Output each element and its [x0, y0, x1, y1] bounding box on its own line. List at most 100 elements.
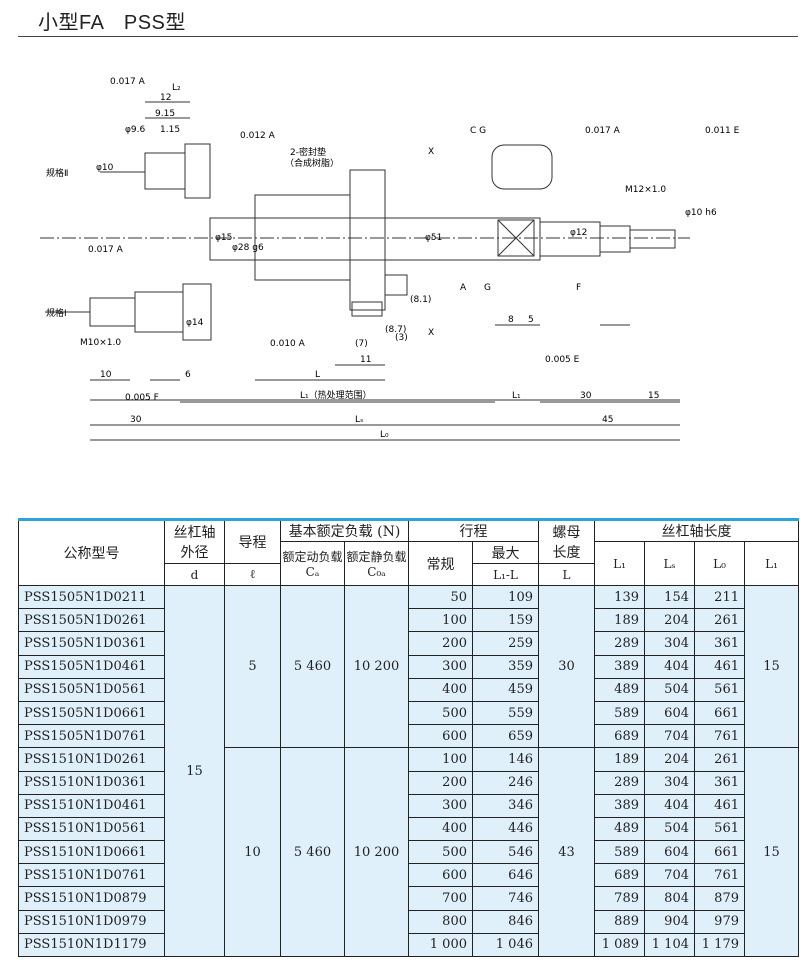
- table-cell: 1 089: [594, 932, 645, 958]
- table-cell: 500: [408, 840, 473, 865]
- dim-phi10h6: φ10 h6: [685, 208, 717, 218]
- dim-phi15: φ15: [215, 233, 232, 243]
- dim-L: L: [315, 370, 320, 380]
- tol-5: C G: [470, 126, 486, 136]
- table-cell: 389: [594, 793, 645, 818]
- label-spec2: 规格Ⅱ: [46, 167, 68, 179]
- dim-phi96: φ9.6: [125, 125, 146, 135]
- table-cell: 546: [472, 840, 539, 865]
- table-cell: 304: [644, 631, 695, 656]
- table-cell: 10: [224, 747, 281, 957]
- header-sym-max: L₁-L: [472, 563, 539, 586]
- table-cell: PSS1510N1D1179: [18, 932, 165, 958]
- table-cell: 761: [694, 724, 745, 749]
- table-cell: 159: [472, 608, 539, 633]
- datum-f: F: [576, 283, 581, 293]
- table-cell: PSS1510N1D0979: [18, 909, 165, 934]
- table-cell: 489: [594, 816, 645, 842]
- table-cell: 979: [694, 909, 745, 934]
- table-cell: PSS1510N1D0561: [18, 816, 165, 842]
- datum-g: G: [484, 283, 491, 293]
- header-model: 公称型号: [18, 518, 165, 586]
- label-seal: 2-密封垫: [290, 146, 326, 158]
- table-cell: 879: [694, 886, 745, 911]
- page-title: 小型FA PSS型: [38, 12, 186, 34]
- table-cell: 400: [408, 816, 473, 842]
- tol-8: 0.005 E: [545, 355, 580, 365]
- table-cell: 604: [644, 840, 695, 865]
- title-rule: [18, 36, 798, 37]
- tol-9: 0.017 A: [88, 245, 124, 255]
- dim-phi10: φ10: [96, 163, 114, 173]
- table-cell: PSS1505N1D0761: [18, 724, 165, 749]
- table-cell: 261: [694, 747, 745, 772]
- table-cell: 561: [694, 816, 745, 842]
- table-cell: PSS1510N1D0361: [18, 770, 165, 795]
- table-cell: 700: [408, 886, 473, 911]
- tol-1: 0.017 A: [110, 77, 146, 87]
- table-cell: 389: [594, 654, 645, 679]
- table-cell: 600: [408, 724, 473, 749]
- section-view: [491, 144, 553, 190]
- tol-7: 0.005 F: [125, 393, 159, 403]
- dim-3: (3): [395, 333, 408, 343]
- label-seal-material: （合成树脂）: [285, 157, 339, 169]
- table-cell: 139: [594, 584, 645, 610]
- dim-30b: 30: [580, 391, 592, 401]
- table-cell: 5 460: [280, 747, 345, 957]
- table-cell: 404: [644, 793, 695, 818]
- header-normal: 常规: [408, 541, 473, 586]
- label-m12: M12×1.0: [625, 185, 666, 195]
- table-cell: 259: [472, 631, 539, 656]
- table-cell: 146: [472, 747, 539, 772]
- table-cell: 904: [644, 909, 695, 934]
- table-cell: PSS1510N1D0261: [18, 747, 165, 772]
- datum-a: A: [460, 283, 467, 293]
- label-spec1: 规格Ⅰ: [46, 307, 67, 319]
- tol-4: 0.011 E: [705, 126, 740, 136]
- table-cell: PSS1510N1D0661: [18, 840, 165, 865]
- dim-L0: L₀: [380, 430, 389, 440]
- table-cell: 589: [594, 700, 645, 726]
- table-cell: 600: [408, 863, 473, 888]
- label-x-bottom: X: [428, 328, 434, 338]
- dim-11: 11: [360, 355, 371, 365]
- header-lead: 导程: [224, 518, 281, 564]
- table-cell: 304: [644, 770, 695, 795]
- table-cell: 10 200: [344, 584, 409, 749]
- table-cell: PSS1505N1D0361: [18, 631, 165, 656]
- header-sym-L: L: [538, 563, 595, 586]
- header-Ls: Lₛ: [644, 541, 695, 586]
- table-cell: 561: [694, 677, 745, 702]
- dim-8: 8: [508, 315, 514, 325]
- header-load: 基本额定负载 (N): [280, 518, 409, 542]
- label-x-top: X: [428, 147, 434, 157]
- tol-3: 0.017 A: [585, 126, 621, 136]
- table-cell: 50: [408, 584, 473, 610]
- table-cell: PSS1510N1D0879: [18, 886, 165, 911]
- table-cell: 361: [694, 631, 745, 656]
- table-cell: 15: [744, 747, 799, 957]
- header-shaft-length: 丝杠轴长度: [594, 518, 799, 542]
- table-cell: PSS1505N1D0461: [18, 654, 165, 679]
- table-cell: 109: [472, 584, 539, 610]
- dim-5: 5: [528, 315, 534, 325]
- dim-Ls: Lₛ: [355, 415, 363, 425]
- table-cell: 889: [594, 909, 645, 934]
- table-cell: PSS1505N1D0661: [18, 700, 165, 726]
- table-cell: 1 179: [694, 932, 745, 958]
- table-cell: 43: [538, 747, 595, 957]
- table-cell: 746: [472, 886, 539, 911]
- table-cell: 461: [694, 654, 745, 679]
- dim-10: 10: [100, 370, 112, 380]
- table-cell: 200: [408, 631, 473, 656]
